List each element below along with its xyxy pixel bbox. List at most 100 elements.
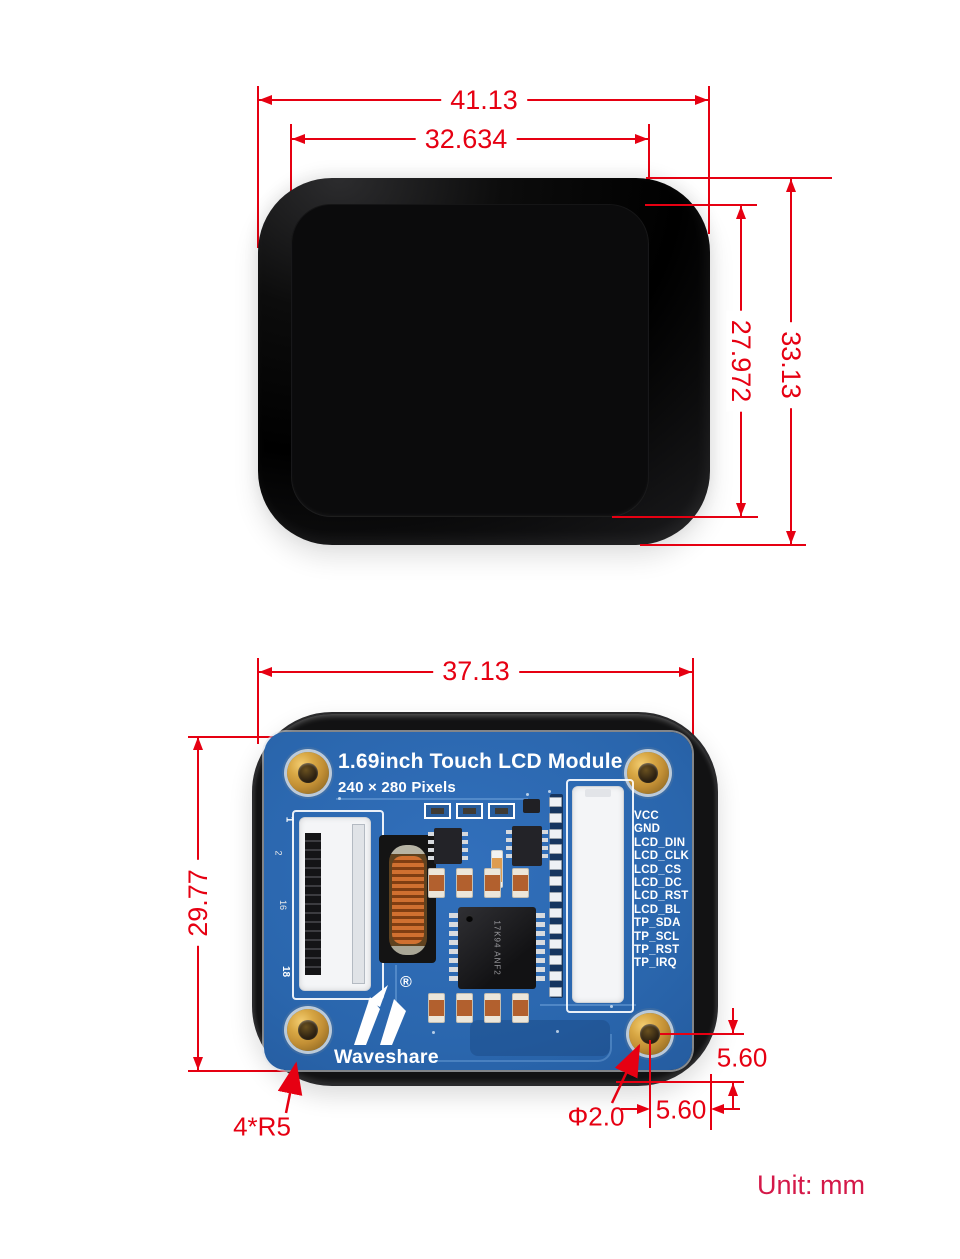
- fpc-latch: [352, 824, 365, 984]
- ic-pin1-dot: [466, 915, 473, 922]
- dim-display-height-label: 27.972: [725, 310, 757, 412]
- fpc-pin1-marker: 1: [283, 816, 295, 823]
- dim-outer-width-label: 41.13: [441, 84, 527, 116]
- smd-ic: [512, 826, 542, 866]
- dim-outer-height-label: 33.13: [775, 322, 807, 408]
- ic-pins-left: [449, 913, 458, 983]
- module-front-screen: [291, 204, 649, 517]
- connector-notch: [585, 789, 611, 797]
- fpc-pin-comb: [305, 833, 321, 975]
- sot-transistor: [523, 799, 540, 813]
- resistor: [456, 993, 473, 1023]
- resistor: [484, 993, 501, 1023]
- ic-pins: [428, 832, 434, 860]
- resistor: [456, 868, 473, 898]
- flex-edge-marker: 16: [278, 899, 289, 911]
- screw-bore: [298, 763, 318, 783]
- ext-line: [649, 1040, 651, 1128]
- screw-hole-top-right: [627, 752, 669, 794]
- pcb-subtitle: 240 × 280 Pixels: [338, 779, 456, 796]
- via-dot: [526, 793, 529, 796]
- fpc-pin18-marker: 18: [280, 965, 292, 978]
- screw-bore: [638, 763, 658, 783]
- ext-line: [692, 658, 694, 748]
- connector-pads: [549, 797, 562, 997]
- screw-hole-bottom-left: [287, 1009, 329, 1051]
- silk-resistor: [456, 803, 483, 819]
- resistor: [512, 868, 529, 898]
- dim-arrow-icon: [679, 667, 692, 677]
- dim-line: [621, 1108, 637, 1110]
- dim-arrow-icon: [736, 503, 746, 516]
- ext-line: [612, 516, 758, 518]
- pin-label: GND: [634, 823, 661, 836]
- dim-arrow-icon: [786, 179, 796, 192]
- pin-label: TP_IRQ: [634, 957, 677, 970]
- dim-corner-radius-label: 4*R5: [233, 1111, 291, 1142]
- pcb-title: 1.69inch Touch LCD Module: [338, 750, 623, 773]
- pin-label: TP_RST: [634, 943, 680, 956]
- dim-arrow-icon: [292, 134, 305, 144]
- coil-winding: [392, 856, 424, 944]
- ext-line: [660, 1033, 744, 1035]
- ext-line: [640, 544, 806, 546]
- main-ic: 17K94 ANF2: [458, 907, 536, 989]
- ic-pins: [506, 830, 512, 862]
- waveshare-logo-icon: [354, 985, 406, 1045]
- via-dot: [432, 1031, 435, 1034]
- screw-bore: [640, 1024, 660, 1044]
- ic-pins-right: [536, 913, 545, 983]
- dim-arrow-icon: [193, 737, 203, 750]
- dim-arrow-icon: [695, 95, 708, 105]
- via-dot: [610, 1005, 613, 1008]
- ic-marking: 17K94 ANF2: [492, 920, 502, 976]
- dim-arrow-icon: [637, 1104, 650, 1114]
- dim-arrow-icon: [736, 206, 746, 219]
- dim-hole-diameter-label: Φ2.0: [567, 1101, 625, 1132]
- pin-label: LCD_RST: [634, 890, 689, 903]
- ext-line: [188, 736, 312, 738]
- dim-arrow-icon: [259, 667, 272, 677]
- ext-line: [645, 204, 757, 206]
- dim-arrow-icon: [259, 95, 272, 105]
- ext-line: [708, 86, 710, 234]
- dim-pcb-height-label: 29.77: [182, 860, 214, 946]
- dim-line: [724, 1108, 740, 1110]
- screw-bore: [298, 1020, 318, 1040]
- dim-hole-to-bottom-label: 5.60: [716, 1042, 768, 1073]
- trace-line: [430, 1034, 612, 1062]
- pin-label: VCC: [634, 810, 659, 822]
- resistor: [428, 993, 445, 1023]
- ext-line: [257, 86, 259, 248]
- ic-pins: [542, 830, 548, 862]
- trace-line: [395, 965, 397, 1021]
- ext-line: [188, 1070, 342, 1072]
- pin-label: TP_SDA: [634, 917, 681, 930]
- copper-pour: [470, 1020, 610, 1056]
- ic-pins: [462, 832, 468, 860]
- interface-connector: [572, 786, 624, 1003]
- pin-label: LCD_DIN: [634, 836, 686, 849]
- interface-connector-outline: [566, 779, 634, 1013]
- dim-pcb-width-label: 37.13: [433, 655, 519, 687]
- pin-label: LCD_DC: [634, 876, 682, 889]
- unit-note: Unit: mm: [757, 1170, 865, 1200]
- via-dot: [548, 790, 551, 793]
- dim-arrow-icon: [711, 1104, 724, 1114]
- dim-arrow-icon: [635, 134, 648, 144]
- ext-line: [646, 177, 832, 179]
- via-dot: [556, 1030, 559, 1033]
- silk-resistor: [488, 803, 515, 819]
- ext-line: [648, 124, 650, 212]
- ext-line: [257, 658, 259, 744]
- resistor: [512, 993, 529, 1023]
- dim-arrow-icon: [193, 1057, 203, 1070]
- dim-hole-to-right-label: 5.60: [655, 1094, 707, 1125]
- ext-line: [616, 1081, 744, 1083]
- smd-ic: [434, 828, 462, 864]
- flex-edge-marker: 2: [273, 850, 284, 856]
- trace-line: [540, 1004, 636, 1006]
- resistor: [484, 868, 501, 898]
- pin-label: LCD_BL: [634, 903, 681, 916]
